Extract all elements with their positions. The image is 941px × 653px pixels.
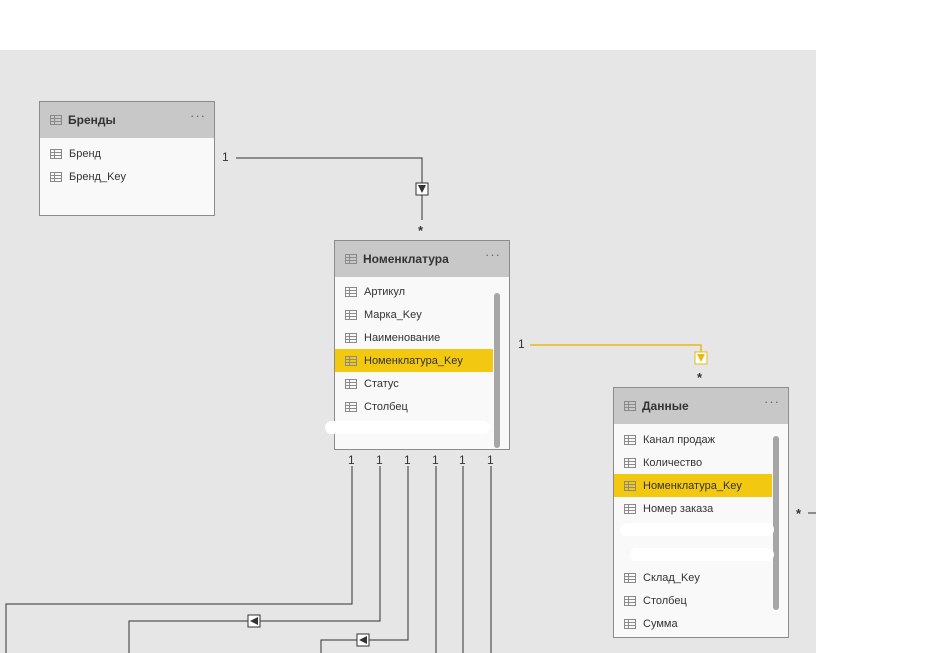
cardinality-one: 1: [404, 453, 411, 467]
column-icon: [345, 355, 357, 366]
field-label: Канал продаж: [643, 433, 716, 446]
scrollbar[interactable]: [494, 293, 500, 448]
field-label: Столбец: [643, 594, 687, 607]
table-title: Данные: [642, 399, 689, 413]
field-item-selected[interactable]: Номенклатура_Key: [335, 349, 493, 372]
column-icon: [624, 503, 636, 514]
cardinality-many: *: [697, 370, 703, 385]
field-label: Столбец: [364, 400, 408, 413]
cardinality-many: *: [418, 223, 424, 238]
more-options-icon[interactable]: ···: [764, 394, 780, 409]
relationship-line-bottom-3: [320, 466, 409, 653]
scrollbar[interactable]: [773, 436, 779, 610]
table-title: Номенклатура: [363, 252, 449, 266]
field-list: Артикул Марка_Key Наименование Номенклат…: [335, 277, 493, 418]
redacted-area: [620, 523, 774, 536]
field-item[interactable]: Количество: [614, 451, 772, 474]
column-icon: [624, 480, 636, 491]
field-item[interactable]: Канал продаж: [614, 428, 772, 451]
field-item[interactable]: Бренд: [40, 142, 214, 165]
column-icon: [345, 378, 357, 389]
table-title: Бренды: [68, 113, 116, 127]
column-icon: [50, 171, 62, 182]
table-header[interactable]: Данные ···: [614, 388, 788, 424]
field-label: Сумма: [643, 617, 678, 630]
table-icon: [624, 401, 636, 411]
column-icon: [624, 572, 636, 583]
cardinality-one: 1: [459, 453, 466, 467]
field-item[interactable]: Артикул: [335, 280, 493, 303]
table-card-nomenclature[interactable]: Номенклатура ··· Артикул Марка_Key Наиме…: [325, 240, 510, 450]
cardinality-many: *: [796, 506, 802, 521]
field-item[interactable]: Склад_Key: [614, 566, 772, 589]
relationship-line-brands: [236, 157, 423, 220]
redacted-area: [630, 548, 774, 561]
table-card-brands[interactable]: Бренды ··· Бренд Бренд_Key: [39, 101, 215, 216]
cardinality-one: 1: [222, 150, 229, 164]
table-icon: [345, 254, 357, 264]
field-label: Номер заказа: [643, 502, 714, 515]
cardinality-one: 1: [432, 453, 439, 467]
field-label: Номенклатура_Key: [643, 479, 742, 492]
field-item[interactable]: Сумма: [614, 612, 772, 635]
column-icon: [624, 595, 636, 606]
field-label: Бренд: [69, 147, 101, 160]
cardinality-one: 1: [518, 337, 525, 351]
arrow-left-icon: [250, 617, 258, 625]
table-header[interactable]: Бренды ···: [40, 102, 214, 138]
field-item[interactable]: Номер заказа: [614, 497, 772, 520]
field-label: Марка_Key: [364, 308, 422, 321]
field-item[interactable]: Столбец: [614, 589, 772, 612]
field-label: Наименование: [364, 331, 441, 344]
column-icon: [345, 332, 357, 343]
table-header[interactable]: Номенклатура ···: [335, 241, 509, 277]
field-list: Канал продаж Количество Номенклатура_Key…: [614, 424, 772, 635]
column-icon: [50, 148, 62, 159]
cardinality-one: 1: [376, 453, 383, 467]
arrow-down-icon: [418, 185, 426, 193]
field-item[interactable]: Бренд_Key: [40, 165, 214, 188]
field-label: Номенклатура_Key: [364, 354, 463, 367]
arrow-left-icon: [359, 636, 367, 644]
field-label: Бренд_Key: [69, 170, 127, 183]
relationship-line-bottom-1: [5, 466, 353, 653]
column-icon: [345, 401, 357, 412]
field-label: Статус: [364, 377, 399, 390]
field-item-selected[interactable]: Номенклатура_Key: [614, 474, 772, 497]
column-icon: [345, 309, 357, 320]
field-label: Склад_Key: [643, 571, 700, 584]
field-item[interactable]: Марка_Key: [335, 303, 493, 326]
more-options-icon[interactable]: ···: [190, 108, 206, 123]
field-list: Бренд Бренд_Key: [40, 138, 214, 188]
field-label: Количество: [643, 456, 703, 469]
more-options-icon[interactable]: ···: [485, 247, 501, 262]
field-item[interactable]: Столбец: [335, 395, 493, 418]
cardinality-one: 1: [348, 453, 355, 467]
column-icon: [624, 457, 636, 468]
field-item[interactable]: Статус: [335, 372, 493, 395]
redacted-area: [325, 421, 490, 434]
column-icon: [624, 434, 636, 445]
field-item[interactable]: Наименование: [335, 326, 493, 349]
relationship-line-data: [530, 344, 702, 352]
arrow-down-icon-active: [697, 354, 705, 362]
field-label: Артикул: [364, 285, 406, 298]
table-icon: [50, 115, 62, 125]
table-card-data[interactable]: Данные ··· Канал продаж Количество Номен…: [613, 387, 789, 638]
column-icon: [345, 286, 357, 297]
column-icon: [624, 618, 636, 629]
cardinality-one: 1: [487, 453, 494, 467]
